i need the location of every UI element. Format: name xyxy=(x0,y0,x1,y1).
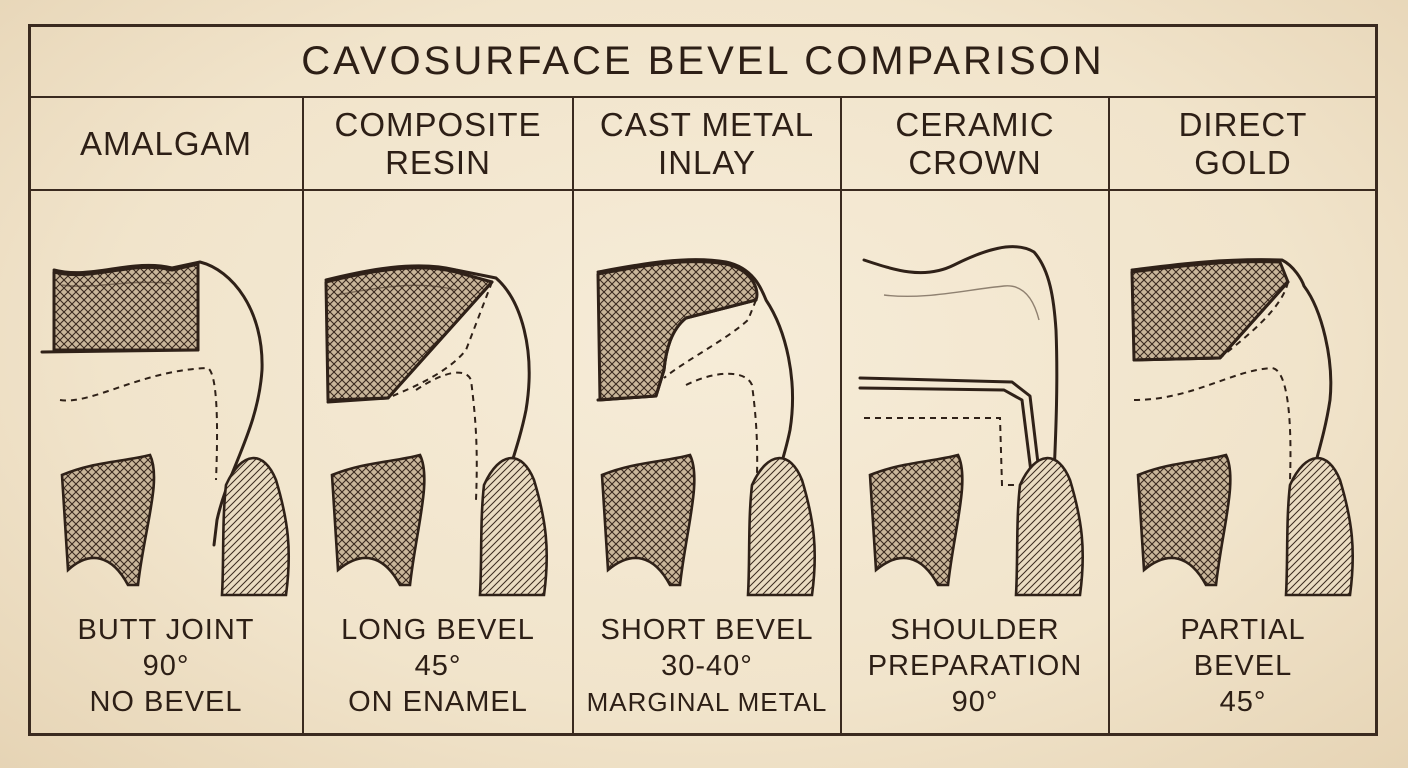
gold-tooth-diagram xyxy=(1130,258,1355,597)
heading-line: AMALGAM xyxy=(79,125,253,162)
column-heading-composite-resin: COMPOSITE RESIN xyxy=(304,98,572,190)
caption-line: 90° xyxy=(951,686,999,718)
column-divider xyxy=(572,96,574,736)
caption-line: 90° xyxy=(142,650,190,682)
caption-line: SHORT BEVEL xyxy=(600,614,814,646)
caption-cast-metal-inlay: SHORT BEVEL 30-40° MARGINAL METAL xyxy=(574,610,840,722)
caption-line: MARGINAL METAL xyxy=(586,687,828,717)
column-divider xyxy=(840,96,842,736)
caption-line: SHOULDER xyxy=(890,614,1060,646)
caption-line: ON ENAMEL xyxy=(348,686,528,718)
heading-line: COMPOSITE xyxy=(334,106,542,143)
bone-left xyxy=(330,453,426,587)
bone-left xyxy=(600,453,696,587)
caption-line: NO BEVEL xyxy=(89,686,243,718)
gingiva-right xyxy=(220,456,291,597)
column-divider xyxy=(302,96,304,736)
header-divider xyxy=(28,189,1378,191)
inlay-tooth-diagram xyxy=(596,258,817,597)
gold-restoration xyxy=(1130,260,1290,362)
crown-tooth-diagram xyxy=(858,245,1085,597)
amalgam-restoration xyxy=(52,262,200,352)
table-frame xyxy=(28,24,1378,736)
bone-left xyxy=(60,453,156,587)
title-divider xyxy=(28,96,1378,98)
caption-line: LONG BEVEL xyxy=(341,614,535,646)
composite-tooth-diagram xyxy=(324,264,549,597)
gingiva-right xyxy=(478,456,549,597)
heading-line: CERAMIC xyxy=(895,106,1055,143)
caption-line: PARTIAL xyxy=(1180,614,1306,646)
caption-composite-resin: LONG BEVEL 45° ON ENAMEL xyxy=(304,610,572,722)
caption-line: PREPARATION xyxy=(867,650,1083,682)
caption-ceramic-crown: SHOULDER PREPARATION 90° xyxy=(842,610,1108,722)
bone-left xyxy=(1136,453,1232,587)
column-heading-ceramic-crown: CERAMIC CROWN xyxy=(842,98,1108,190)
heading-line: CAST METAL xyxy=(599,106,815,143)
caption-line: BUTT JOINT xyxy=(77,614,255,646)
caption-line: 45° xyxy=(1219,686,1267,718)
heading-line: INLAY xyxy=(658,144,756,181)
column-divider xyxy=(1108,96,1110,736)
heading-line: CROWN xyxy=(908,144,1042,181)
caption-line: BEVEL xyxy=(1193,650,1293,682)
gingiva-right xyxy=(1014,456,1085,597)
gingiva-right xyxy=(746,456,817,597)
amalgam-tooth-diagram xyxy=(40,260,291,597)
diagram-title: CAVOSURFACE BEVEL COMPARISON xyxy=(301,38,1105,83)
caption-direct-gold: PARTIAL BEVEL 45° xyxy=(1110,610,1376,722)
caption-line: 45° xyxy=(414,650,462,682)
heading-line: GOLD xyxy=(1194,144,1292,181)
caption-line: 30-40° xyxy=(661,650,753,682)
column-heading-amalgam: AMALGAM xyxy=(30,98,302,190)
column-heading-direct-gold: DIRECT GOLD xyxy=(1110,98,1376,190)
gingiva-right xyxy=(1284,456,1355,597)
column-heading-cast-metal-inlay: CAST METAL INLAY xyxy=(574,98,840,190)
composite-restoration xyxy=(324,266,494,402)
caption-amalgam: BUTT JOINT 90° NO BEVEL xyxy=(30,610,302,722)
inlay-restoration xyxy=(596,260,759,402)
bone-left xyxy=(868,453,964,587)
heading-line: DIRECT xyxy=(1178,106,1308,143)
heading-line: RESIN xyxy=(385,144,491,181)
